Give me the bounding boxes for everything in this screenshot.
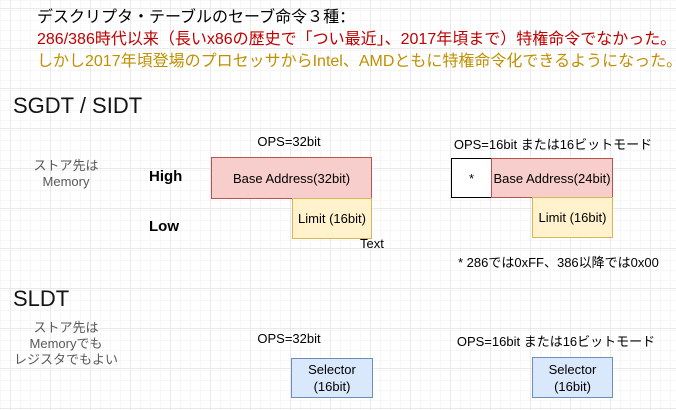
intro-line-2: 286/386時代以来（長いx86の歴史で「つい最近」、2017年頃まで）特権命…	[37, 31, 676, 48]
ops16-label-sgdt: OPS=16bit または16ビットモード	[453, 137, 653, 152]
store-note-sldt-line-3: レジスタでもよい	[13, 352, 118, 367]
selector-box-sldt-16-label: Selector (16bit)	[549, 361, 597, 395]
store-note-sgdt-line-2: Memory	[42, 174, 90, 189]
selector-box-sldt-32[interactable]: Selector (16bit)	[291, 358, 373, 398]
selector-box-sldt-32-label: Selector (16bit)	[308, 361, 356, 395]
intro-text: デスクリプタ・テーブルのセーブ命令３種： 286/386時代以来（長いx86の歴…	[37, 7, 676, 73]
store-note-sgdt: ストア先は Memory	[11, 158, 121, 190]
base-address-24-box[interactable]: Base Address(24bit)	[491, 158, 613, 198]
label-low: Low	[149, 218, 179, 235]
selector-line-1: Selector	[308, 362, 356, 377]
selector-line-2: (16bit)	[313, 379, 351, 394]
store-note-sldt-line-2: Memoryでも	[29, 336, 103, 351]
star-box[interactable]: *	[451, 158, 492, 198]
selector-line-1: Selector	[548, 361, 597, 377]
intro-line-3: しかし2017年頃登場のプロセッサからIntel、AMDともに特権命令化できるよ…	[37, 53, 676, 70]
limit-16-box-sgdt-16[interactable]: Limit (16bit)	[532, 197, 613, 238]
base-address-32-box[interactable]: Base Address(32bit)	[211, 157, 372, 199]
section-title-sldt: SLDT	[13, 286, 70, 311]
store-note-sldt: ストア先は Memoryでも レジスタでもよい	[10, 320, 122, 368]
store-note-sgdt-line-1: ストア先は	[33, 158, 99, 173]
label-high: High	[149, 168, 183, 185]
footnote-star: * 286では0xFF、386以降では0x00	[458, 255, 659, 270]
text-label: Text	[360, 236, 384, 251]
limit-16-box-sgdt-32[interactable]: Limit (16bit)	[292, 198, 372, 239]
ops16-label-sldt: OPS=16bit または16ビットモード	[456, 334, 656, 349]
ops32-label-sgdt: OPS=32bit	[257, 134, 321, 149]
selector-box-sldt-16[interactable]: Selector (16bit)	[532, 357, 613, 398]
intro-line-1: デスクリプタ・テーブルのセーブ命令３種：	[37, 9, 356, 26]
ops32-label-sldt: OPS=32bit	[257, 331, 321, 346]
section-title-sgdt-sidt: SGDT / SIDT	[13, 93, 143, 118]
selector-line-2: (16bit)	[554, 378, 591, 394]
store-note-sldt-line-1: ストア先は	[33, 320, 99, 335]
